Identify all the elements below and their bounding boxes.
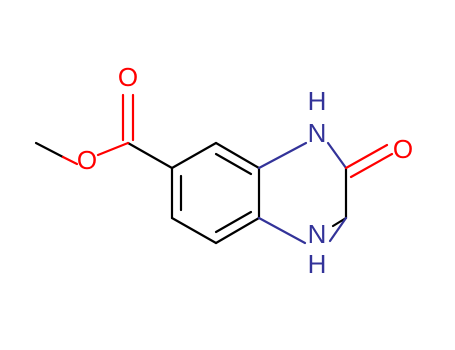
atom-labels: O O O N H N H: [77, 62, 413, 279]
benzene-bond-6: [170, 141, 218, 170]
ester-carbonyl-oxygen-label: O: [118, 62, 138, 92]
ester-ether-methyl-bond: [61, 155, 79, 166]
benzene-bond-2: [170, 216, 218, 245]
lower-nitrogen-hydrogen-label: H: [308, 249, 327, 279]
benzene-inner-double-2: [214, 210, 253, 234]
upper-n-to-ring-bond: [257, 141, 308, 170]
ester-ether-oxygen-label: O: [77, 145, 97, 175]
benzene-bond-3: [214, 216, 261, 245]
lower-nitrogen-label: N: [308, 219, 327, 249]
heteroatom-bonds: [61, 93, 394, 245]
lactam-carbonyl-double-upper: [344, 143, 389, 170]
lactam-carbonyl-oxygen-label: O: [393, 134, 413, 164]
ester-ether-bond: [96, 141, 130, 157]
lactam-carbonyl-double-lower: [349, 152, 394, 179]
methyl-bond: [34, 141, 65, 159]
benzene-inner-double-3: [214, 152, 253, 176]
carbonyl-to-ring-bond: [126, 141, 174, 170]
upper-nitrogen-label: N: [308, 118, 327, 148]
benzene-bond-5: [214, 141, 261, 170]
lower-n-to-ch2-bond: [328, 216, 348, 243]
upper-n-to-carbonyl-bond: [326, 141, 348, 170]
upper-nitrogen-hydrogen-label: H: [308, 86, 327, 116]
lower-n-to-ring-bond: [257, 216, 307, 245]
